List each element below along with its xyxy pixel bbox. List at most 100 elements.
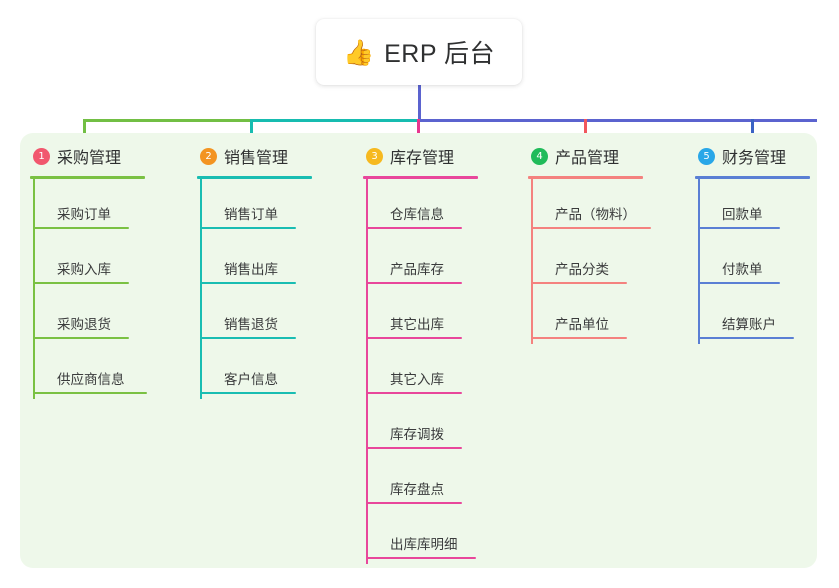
bus-segment-blue: [417, 119, 817, 122]
module-item-rule: [366, 502, 462, 504]
module-header-rule: [363, 176, 478, 179]
item-connector-spine: [698, 289, 700, 344]
drop-column-5: [751, 119, 754, 146]
root-node-title: ERP 后台: [384, 40, 496, 68]
module-item-label: 其它出库: [390, 317, 444, 332]
item-connector-spine: [33, 344, 35, 399]
item-connector-spine: [698, 179, 700, 234]
module-header-3[interactable]: 3 库存管理: [358, 145, 454, 167]
module-item-rule: [33, 282, 129, 284]
drop-column-2: [250, 119, 253, 146]
module-item-rule: [366, 447, 462, 449]
item-connector-spine: [531, 234, 533, 289]
item-connector-spine: [698, 234, 700, 289]
module-item-label: 销售退货: [224, 317, 278, 332]
module-item-label: 其它入库: [390, 372, 444, 387]
module-column-5: 5 财务管理回款单付款单结算账户: [690, 145, 810, 344]
module-item-label: 回款单: [722, 207, 763, 222]
drop-column-3: [417, 119, 420, 146]
module-title: 财务管理: [722, 150, 787, 167]
module-title: 采购管理: [57, 150, 122, 167]
modules-panel: [20, 133, 817, 568]
module-item-label: 客户信息: [224, 372, 278, 387]
module-item-rule: [200, 282, 296, 284]
bus-segment-green: [83, 119, 250, 122]
module-item-rule: [698, 227, 780, 229]
module-item-label: 结算账户: [722, 317, 776, 332]
module-item-rule: [366, 282, 462, 284]
thumbs-up-icon: 👍: [342, 38, 375, 67]
item-connector-spine: [200, 289, 202, 344]
module-header-1[interactable]: 1 采购管理: [25, 145, 121, 167]
module-item-label: 采购订单: [57, 207, 111, 222]
drop-column-4: [584, 119, 587, 146]
module-index-badge: 5: [698, 147, 715, 165]
item-connector-spine: [366, 399, 368, 454]
module-index-badge: 2: [200, 147, 217, 165]
module-title: 库存管理: [390, 150, 455, 167]
module-item-rule: [531, 337, 627, 339]
module-item-label: 产品分类: [555, 262, 609, 277]
item-connector-spine: [33, 289, 35, 344]
module-item-rule: [698, 337, 794, 339]
module-item-rule: [200, 227, 296, 229]
bus-segment-teal: [250, 119, 417, 122]
module-item-rule: [531, 282, 627, 284]
module-item-rule: [698, 282, 780, 284]
module-title: 销售管理: [224, 150, 289, 167]
item-connector-spine: [366, 179, 368, 234]
module-column-1: 1 采购管理采购订单采购入库采购退货供应商信息: [25, 145, 147, 399]
module-item-rule: [531, 227, 651, 229]
module-title: 产品管理: [555, 150, 620, 167]
module-header-rule: [528, 176, 643, 179]
item-connector-spine: [531, 179, 533, 234]
module-header-5[interactable]: 5 财务管理: [690, 145, 786, 167]
root-node-erp-backend[interactable]: 👍 ERP 后台: [316, 19, 522, 85]
module-item-rule: [200, 392, 296, 394]
item-connector-spine: [200, 179, 202, 234]
module-header-rule: [197, 176, 312, 179]
module-item-label: 产品单位: [555, 317, 609, 332]
module-item-label: 采购退货: [57, 317, 111, 332]
drop-column-1: [83, 119, 86, 146]
item-connector-spine: [366, 509, 368, 564]
module-item-label: 库存调拨: [390, 427, 444, 442]
root-stem: [418, 85, 421, 121]
module-item-label: 采购入库: [57, 262, 111, 277]
item-connector-spine: [366, 234, 368, 289]
module-item-label: 付款单: [722, 262, 763, 277]
module-item-rule: [200, 337, 296, 339]
module-header-rule: [30, 176, 145, 179]
module-header-4[interactable]: 4 产品管理: [523, 145, 619, 167]
module-header-rule: [695, 176, 810, 179]
item-connector-spine: [366, 344, 368, 399]
module-item-rule: [33, 227, 129, 229]
item-connector-spine: [366, 289, 368, 344]
module-item-rule: [33, 392, 147, 394]
module-item-label: 产品（物料）: [555, 207, 636, 222]
module-column-3: 3 库存管理仓库信息产品库存其它出库其它入库库存调拨库存盘点出库库明细: [358, 145, 478, 564]
module-header-2[interactable]: 2 销售管理: [192, 145, 288, 167]
module-item-label: 销售订单: [224, 207, 278, 222]
module-item-label: 库存盘点: [390, 482, 444, 497]
item-connector-spine: [200, 234, 202, 289]
module-column-2: 2 销售管理销售订单销售出库销售退货客户信息: [192, 145, 312, 399]
module-item-rule: [366, 227, 462, 229]
module-item-label: 出库库明细: [390, 537, 458, 552]
module-index-badge: 4: [531, 147, 548, 165]
module-item-rule: [366, 557, 476, 559]
item-connector-spine: [33, 179, 35, 234]
item-connector-spine: [366, 454, 368, 509]
module-index-badge: 3: [366, 147, 383, 165]
module-item-rule: [33, 337, 129, 339]
module-item-label: 仓库信息: [390, 207, 444, 222]
module-index-badge: 1: [33, 147, 50, 165]
item-connector-spine: [531, 289, 533, 344]
module-column-4: 4 产品管理产品（物料） 产品分类产品单位: [523, 145, 651, 344]
module-item-label: 销售出库: [224, 262, 278, 277]
module-item-rule: [366, 337, 462, 339]
module-item-rule: [366, 392, 462, 394]
module-item-label: 供应商信息: [57, 372, 125, 387]
module-item-label: 产品库存: [390, 262, 444, 277]
